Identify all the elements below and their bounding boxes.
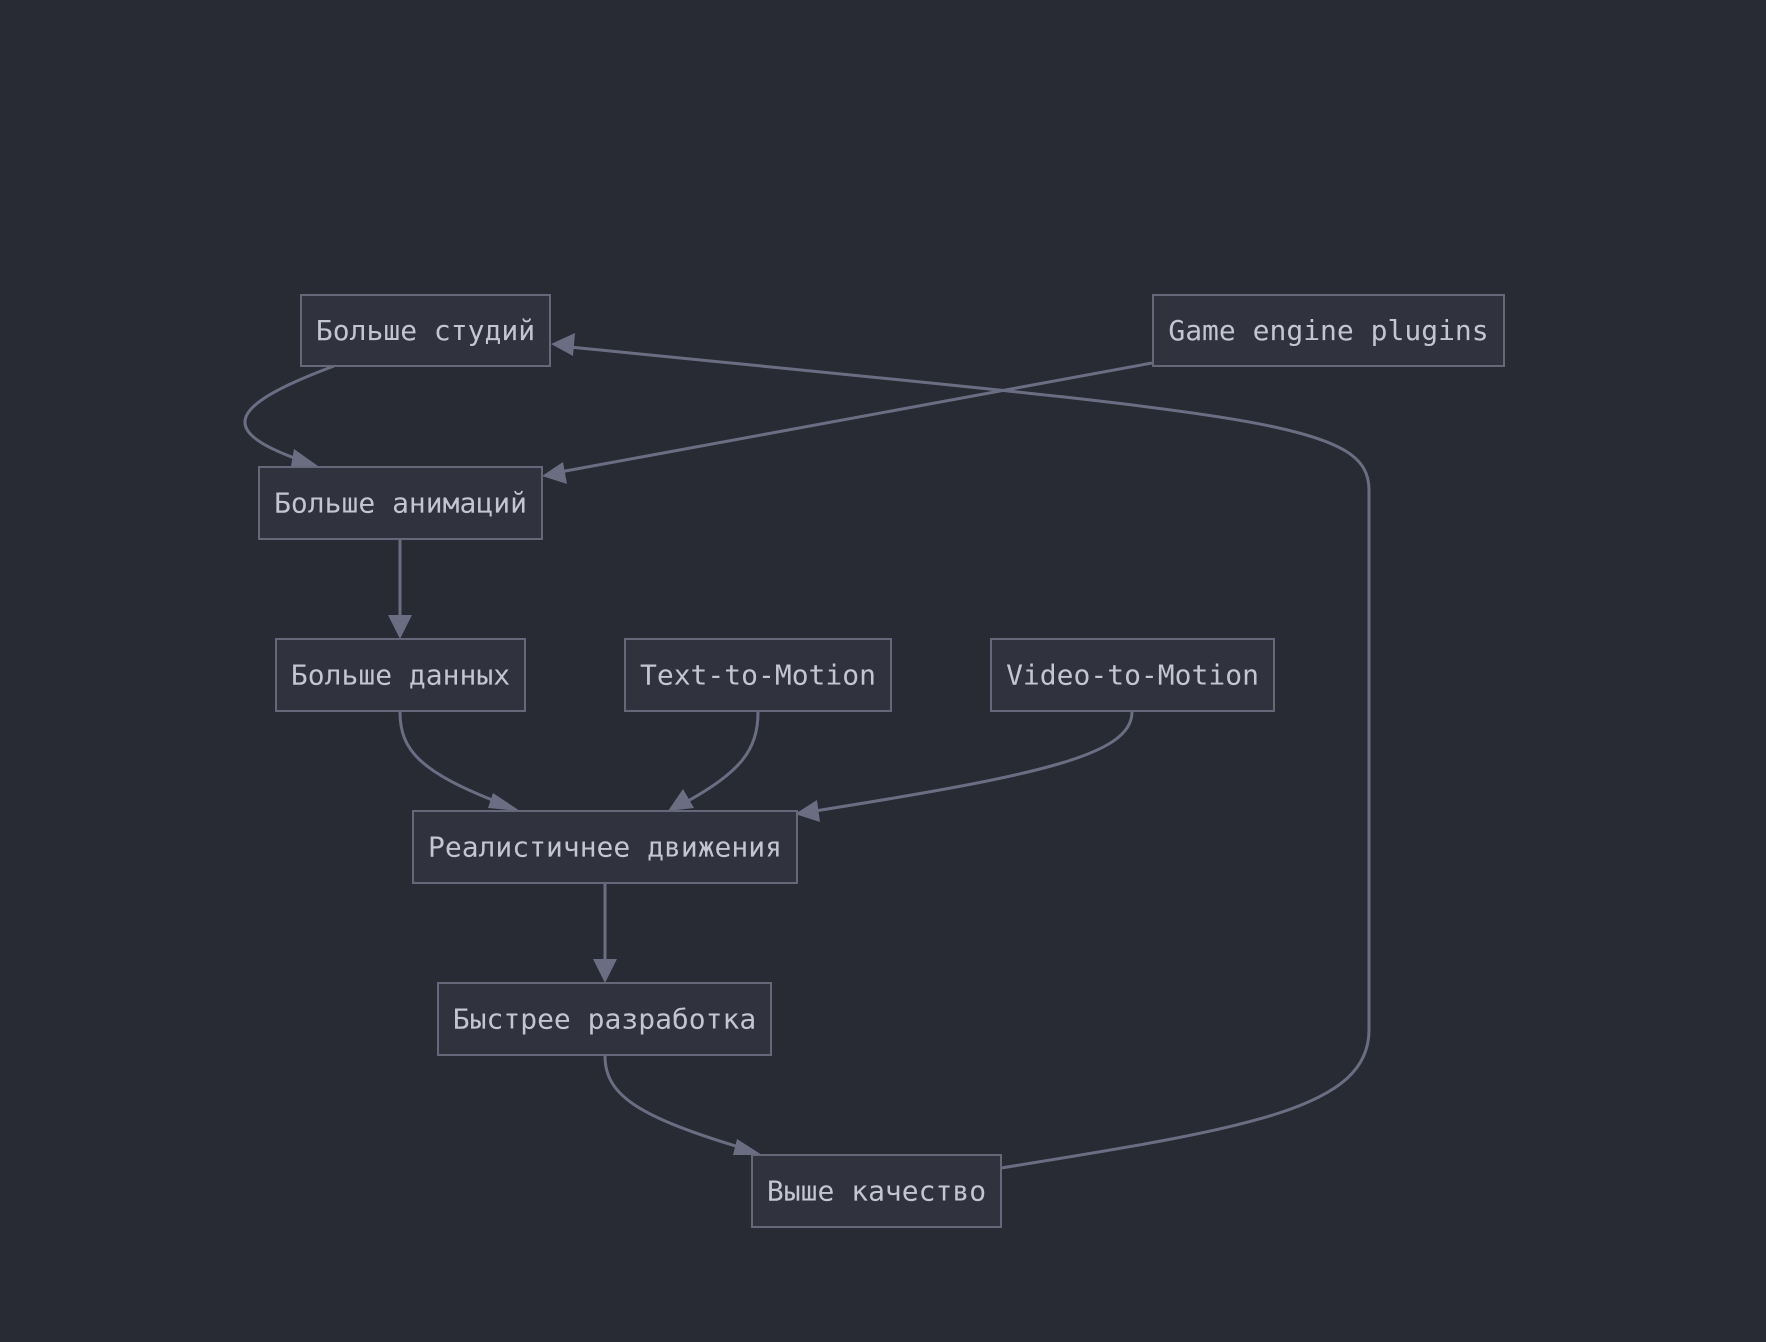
edge-more-data-to-realistic-motion [398, 711, 520, 811]
node-label: Text-to-Motion [640, 659, 876, 692]
node-box [437, 982, 772, 1056]
node-box [751, 1154, 1002, 1228]
edge-faster-development-to-higher-quality [603, 1055, 762, 1155]
edges [243, 333, 1371, 1170]
node-label: Video-to-Motion [1006, 659, 1259, 692]
node-box [412, 810, 798, 884]
node-box [624, 638, 892, 712]
node-box [275, 638, 526, 712]
edge-realistic-motion-to-faster-development [593, 884, 617, 983]
node-realistic-motion: Реалистичнее движения [412, 810, 798, 884]
node-label: Больше анимаций [274, 487, 527, 520]
edge-higher-quality-to-more-studios [551, 333, 1371, 1170]
node-box [1152, 294, 1505, 367]
node-label: Больше студий [316, 314, 535, 347]
node-label: Game engine plugins [1168, 314, 1488, 347]
node-faster-development: Быстрее разработка [437, 982, 772, 1056]
edge-more-animations-to-more-data [388, 540, 412, 639]
edge-video-to-motion-to-realistic-motion [795, 711, 1134, 822]
node-video-to-motion: Video-to-Motion [990, 638, 1275, 712]
node-box [258, 466, 543, 540]
node-box [990, 638, 1275, 712]
node-more-studios: Больше студий [300, 294, 551, 367]
node-label: Больше данных [291, 659, 510, 692]
node-box [300, 294, 551, 367]
edge-more-studios-to-more-animations [243, 364, 335, 466]
node-text-to-motion: Text-to-Motion [624, 638, 892, 712]
node-more-animations: Больше анимаций [258, 466, 543, 540]
node-label: Выше качество [767, 1175, 986, 1208]
node-label: Реалистичнее движения [428, 831, 782, 864]
node-game-engine-plugins: Game engine plugins [1152, 294, 1505, 367]
edge-game-engine-plugins-to-more-animations [542, 361, 1153, 484]
node-label: Быстрее разработка [453, 1003, 756, 1036]
node-higher-quality: Выше качество [751, 1154, 1002, 1228]
node-more-data: Больше данных [275, 638, 526, 712]
edge-text-to-motion-to-realistic-motion [668, 711, 760, 811]
